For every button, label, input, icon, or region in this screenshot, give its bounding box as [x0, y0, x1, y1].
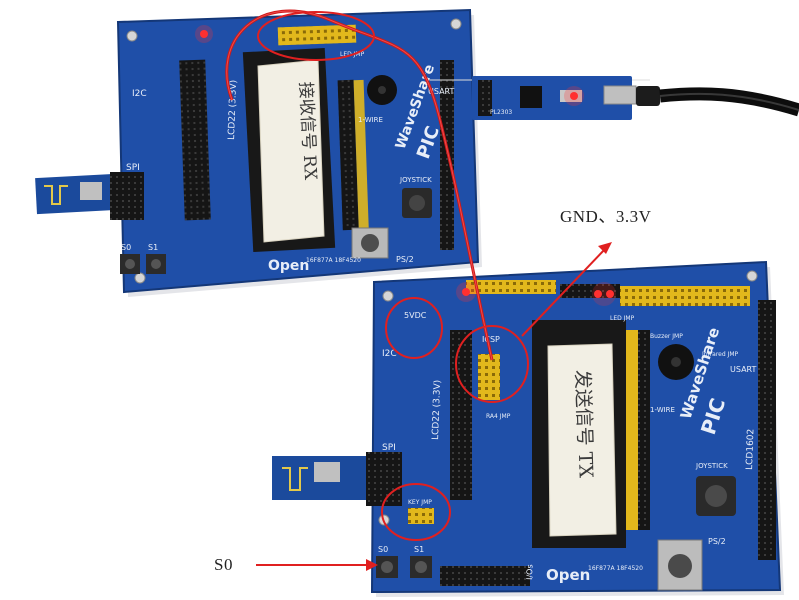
bottom-label-open: Open [546, 566, 590, 584]
bottom-label-5vdc: 5VDC [404, 311, 427, 320]
bottom-label-io: I/Os [525, 564, 535, 580]
pl2303-label: PL2303 [490, 109, 512, 116]
top-label-s1: S1 [148, 243, 158, 252]
bottom-label-key-jmp: KEY JMP [408, 499, 432, 506]
top-yellow-header [277, 24, 357, 46]
top-label-spi: SPI [126, 163, 140, 173]
top-label-joystick: JOYSTICK [399, 176, 432, 184]
board-bottom-tx: 发送信号 TX WaveShare PIC LCD22 (3.3V) [370, 260, 784, 597]
bottom-nrf-module [272, 452, 402, 506]
bottom-label-lcd1602: LCD1602 [745, 429, 756, 470]
top-tape [257, 59, 325, 243]
bottom-label-icsp: ICSP [482, 335, 500, 344]
bottom-tape-label: 发送信号 TX [571, 369, 597, 478]
bottom-label-ps2: PS/2 [708, 537, 726, 546]
bottom-label-joystick: JOYSTICK [695, 462, 728, 470]
highlight-top-header [257, 11, 375, 61]
top-joystick [409, 195, 425, 211]
top-label-onewire: 1-WIRE [358, 116, 383, 124]
bottom-label-lcd: LCD22 (3.3V) [431, 380, 443, 440]
top-label-open: Open [268, 258, 309, 274]
bottom-label-i2c: I2C [382, 349, 397, 359]
mini-usb-plug [603, 85, 637, 105]
usb-serial-module: PL2303 [430, 76, 799, 120]
top-label-chip: 16F877A 18F4520 [306, 257, 361, 264]
bottom-label-ra4: RA4 JMP [486, 413, 511, 420]
bottom-label-usart: USART [730, 365, 757, 374]
highlight-key-jmp [381, 483, 451, 541]
top-label-usart: USART [428, 87, 455, 96]
highlight-5vdc [385, 297, 443, 359]
arrow-s0 [256, 559, 378, 571]
bottom-label-buzzer: Buzzer JMP [650, 333, 683, 340]
pl2303-board [472, 76, 632, 120]
top-label-ps2: PS/2 [396, 255, 414, 264]
bottom-label-s0: S0 [378, 545, 388, 554]
top-nrf-module [35, 172, 144, 220]
bottom-joystick [705, 485, 727, 507]
annotation-gnd-33v: GND、3.3V [560, 207, 652, 226]
top-label-s0: S0 [121, 243, 131, 252]
annotation-s0: S0 [214, 555, 233, 574]
board-top-rx: 接收信号 RX WaveShare PIC LCD22 (3.3V) I2C S… [116, 8, 482, 297]
bottom-tape [547, 343, 617, 537]
bottom-label-onewire: 1-WIRE [650, 406, 675, 414]
highlight-icsp [455, 325, 529, 403]
arrow-gnd-33v [521, 242, 612, 337]
bottom-label-spi: SPI [382, 443, 396, 453]
bottom-label-infrared: Infrared JMP [702, 351, 739, 358]
bottom-label-led-jmp: LED JMP [610, 315, 635, 322]
bottom-label-s1: S1 [414, 545, 424, 554]
bottom-label-chip: 16F877A 18F4520 [588, 565, 643, 572]
top-label-i2c: I2C [132, 89, 147, 99]
bottom-icsp-header [478, 354, 500, 400]
